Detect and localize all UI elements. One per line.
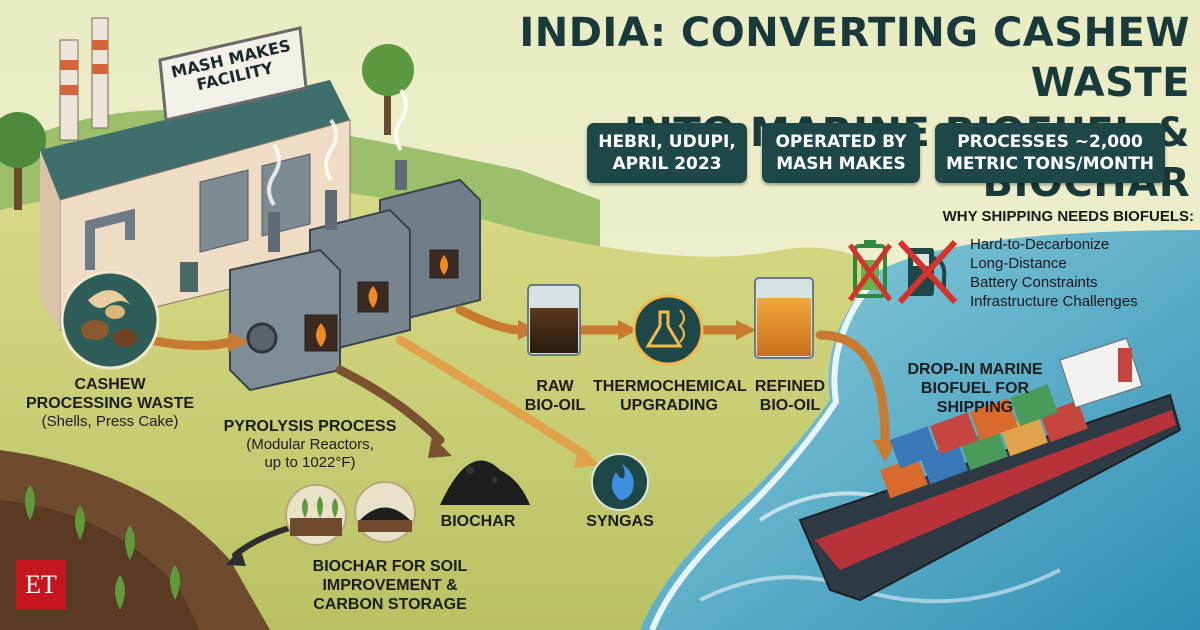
seedling-icon: [285, 484, 347, 546]
pill-line: OPERATED BY: [775, 132, 907, 152]
list-item: Hard-to-Decarbonize: [970, 236, 1110, 253]
flask-icon: [632, 294, 704, 366]
title-line-1: INDIA: CONVERTING CASHEW WASTE: [519, 10, 1190, 106]
facility-sign-board: [158, 26, 308, 122]
label-line: CASHEW: [74, 376, 146, 393]
label-line: SHIPPING: [936, 399, 1014, 416]
raw-bio-oil-label: RAW BIO-OIL: [510, 377, 600, 415]
syngas-flame-badge: [591, 453, 649, 511]
tree: [0, 112, 46, 210]
smoke-puff: [267, 88, 408, 207]
label-line: CARBON STORAGE: [313, 596, 467, 613]
soil-improvement-label: BIOCHAR FOR SOIL IMPROVEMENT & CARBON ST…: [305, 557, 475, 614]
pyrolysis-label: PYROLYSIS PROCESS (Modular Reactors, up …: [210, 417, 410, 472]
label-line: DROP-IN MARINE: [907, 361, 1043, 378]
arrow-reactor-to-raw-oil: [455, 305, 525, 335]
list-item: Battery Constraints: [970, 274, 1098, 291]
arrow-reactor-to-biochar: [335, 365, 445, 445]
label-line: IMPROVEMENT &: [322, 577, 458, 594]
why-shipping-panel: WHY SHIPPING NEEDS BIOFUELS:: [880, 208, 1200, 225]
list-item: Infrastructure Challenges: [970, 293, 1138, 310]
why-shipping-list: Hard-to-Decarbonize Long-Distance Batter…: [970, 235, 1195, 311]
arrowheads: [226, 320, 897, 566]
flow-arrows: [145, 305, 890, 558]
cashew-icon: [60, 270, 160, 370]
label-sub: (Modular Reactors,: [246, 436, 374, 453]
refined-bio-oil-label: REFINED BIO-OIL: [742, 377, 838, 415]
label-line: RAW: [536, 378, 574, 395]
pill-line: MASH MAKES: [776, 154, 906, 174]
facility-pipe: [85, 208, 135, 270]
label-line: BIO-OIL: [759, 397, 821, 414]
raw-bio-oil-beaker: [527, 284, 581, 356]
container-ship: [798, 337, 1182, 602]
seedling-row: [25, 485, 180, 610]
biochar-pile-icon: [440, 460, 530, 505]
pill-line: APRIL 2023: [612, 154, 722, 174]
reactor-inlet: [246, 322, 278, 354]
refined-bio-oil-beaker: [754, 277, 814, 359]
logo-text: ET: [25, 570, 57, 599]
label-line: BIO-OIL: [524, 397, 586, 414]
biochar-soil-icon: [354, 481, 416, 543]
et-logo: ET: [16, 560, 66, 610]
syngas-label: SYNGAS: [586, 513, 654, 530]
operator-badge: OPERATED BY MASH MAKES: [762, 123, 920, 183]
label-line: REFINED: [754, 378, 826, 395]
pill-line: PROCESSES ~2,000: [957, 132, 1143, 152]
location-date-badge: HEBRI, UDUPI, APRIL 2023: [587, 123, 747, 183]
biochar-label: BIOCHAR: [440, 513, 516, 530]
marine-biofuel-label: DROP-IN MARINE BIOFUEL FOR SHIPPING: [900, 360, 1050, 417]
label-line: BIOFUEL FOR: [920, 380, 1030, 397]
facility-door: [180, 262, 198, 292]
label-line: BIOCHAR FOR SOIL: [312, 558, 468, 575]
upgrading-label: THERMOCHEMICAL UPGRADING: [593, 377, 747, 415]
label-line: PYROLYSIS PROCESS: [223, 418, 397, 435]
cargo-containers: [880, 384, 1088, 499]
arrow-reactor-to-syngas: [395, 335, 590, 460]
flame-icon: [316, 255, 448, 347]
label-line: THERMOCHEMICAL: [593, 378, 747, 395]
label-sub: (Shells, Press Cake): [41, 413, 179, 430]
pill-line: HEBRI, UDUPI,: [598, 132, 736, 152]
pill-line: METRIC TONS/MONTH: [945, 154, 1155, 174]
battery-crossed-icon: [847, 240, 893, 302]
smokestack-icon: [59, 17, 109, 141]
fuel-pump-crossed-icon: [897, 239, 958, 305]
pyrolysis-reactors: [229, 88, 481, 392]
ship-bridge: [1059, 337, 1143, 409]
cashew-waste-label: CASHEW PROCESSING WASTE (Shells, Press C…: [20, 375, 200, 431]
tree: [362, 44, 414, 135]
label-line: UPGRADING: [620, 397, 718, 414]
label-line: PROCESSING WASTE: [25, 395, 195, 412]
label-sub: up to 1022°F): [264, 454, 356, 471]
why-shipping-heading: WHY SHIPPING NEEDS BIOFUELS:: [942, 208, 1194, 225]
arrow-cashew-to-reactor: [145, 335, 235, 351]
reactor: [229, 212, 341, 392]
capacity-badge: PROCESSES ~2,000 METRIC TONS/MONTH: [935, 123, 1165, 183]
list-item: Long-Distance: [970, 255, 1067, 272]
arrow-refined-to-sea: [815, 330, 890, 445]
